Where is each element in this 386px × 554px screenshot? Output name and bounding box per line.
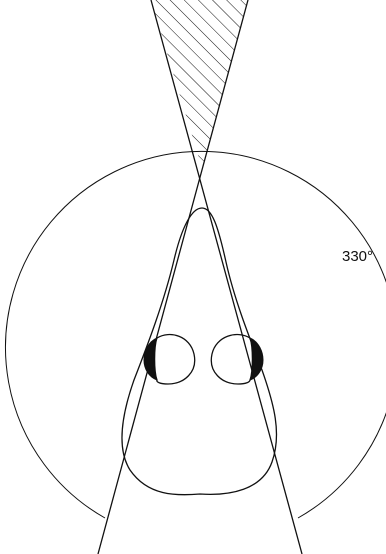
left-eye: [144, 335, 195, 384]
angle-label: 330°: [342, 248, 373, 265]
blind-spot-hatched-region: [151, 0, 248, 168]
field-of-view-arc: [5, 151, 386, 518]
left-eye-outline: [153, 335, 195, 384]
right-eye: [211, 335, 263, 384]
right-eye-outline: [211, 335, 254, 384]
